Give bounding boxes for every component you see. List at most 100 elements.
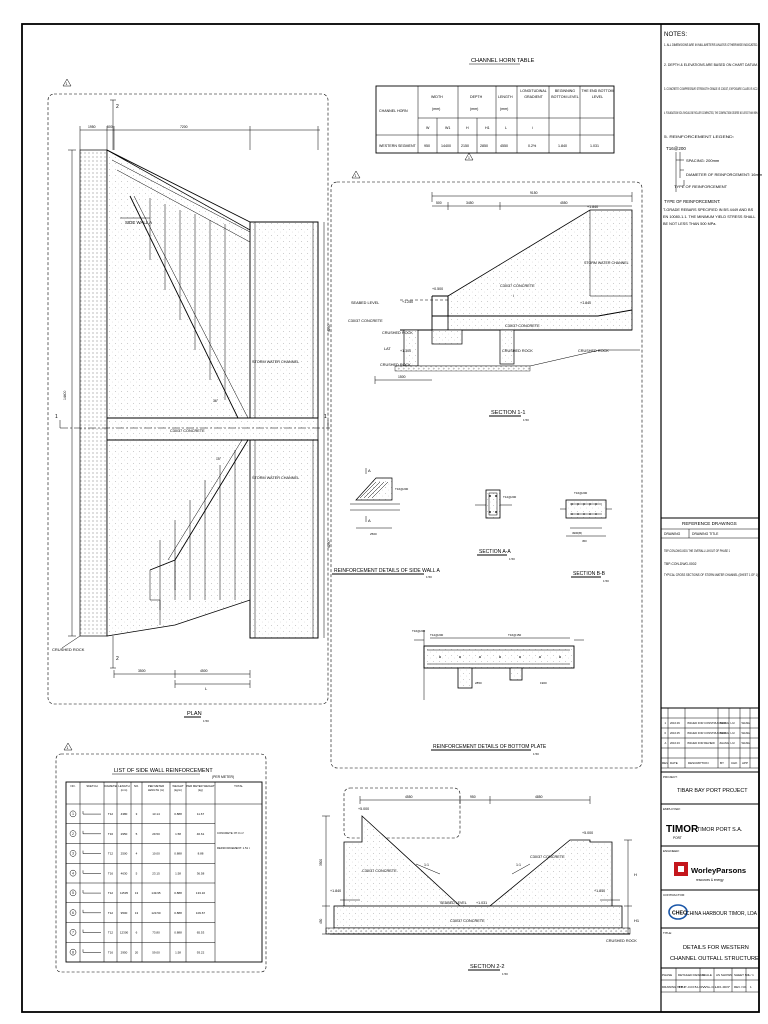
plan-label-storm-2: STORM WATER CHANNEL (252, 476, 299, 480)
sec22-level-1: +5.000 (358, 807, 369, 811)
horn-row-end: 1.031 (590, 144, 599, 148)
swt-cell: 11535 (120, 891, 128, 895)
sec11-level-2: +0.500 (432, 287, 443, 291)
bb-scale: 1:50 (603, 579, 609, 583)
note-6-text: T-GRADE REBARS SPECIFIED IN BS 4449 AND … (663, 208, 756, 226)
contractor-name: CHINA HARBOUR TIMOR, LDA (686, 911, 757, 917)
rev-cell: A (665, 741, 667, 745)
swt-cell: 2500 (121, 852, 128, 856)
swt-cell: 0.888 (174, 911, 182, 915)
plan-dim-right-1: 4250 (327, 324, 331, 332)
swt-row-number-circle (69, 830, 77, 837)
rev-cell: LIU (731, 721, 735, 725)
horn-sub-w: W (426, 126, 430, 130)
section-2-2: 4550 950 4850 +5.000 +5.000 +1.840 +1.84… (319, 787, 640, 976)
sec11-title: SECTION 1-1 (491, 410, 526, 416)
title-block: REFERENCE DRAWINGS DRAWING DRAWING TITLE… (661, 517, 759, 993)
sec22-dim-h: H (634, 872, 637, 877)
sec22-scale: 1:50 (502, 972, 508, 976)
swt-cell: 5 (136, 832, 138, 836)
aa-title: SECTION A-A (479, 549, 511, 555)
legend-bar-label: T16@200 (666, 146, 686, 151)
swt-sketch-icon (82, 830, 101, 835)
aa-scale: 1:50 (509, 557, 515, 561)
swt-sketch-icon (82, 909, 101, 914)
info-rev-label: REV. NO. (734, 985, 747, 989)
swt-cell: 6 (136, 931, 138, 935)
swt-cell: 11.67 (197, 812, 205, 816)
horn-h-depth: DEPTH (470, 95, 483, 99)
swt-row-number-circle (69, 810, 77, 818)
horn-sub-h1: H1 (485, 126, 490, 130)
swt-cell: T12 (108, 852, 114, 856)
swt-sketch-icon (82, 949, 101, 953)
rev-cell: ZHANG (720, 721, 729, 725)
swt-cell: 13.14 (152, 812, 160, 816)
plan-section-2-bottom: 2 (116, 656, 119, 662)
sec11-level-5: +1.300 (400, 349, 411, 353)
project-label: PROJECT: (663, 775, 678, 779)
sec22-dim-h1: H1 (634, 918, 640, 923)
employer-logo-sub: PORT (673, 836, 682, 840)
plan-angle-2: 15° (216, 457, 222, 461)
swt-cell: 65.53 (197, 931, 205, 935)
rev-cell: ZHANG (720, 741, 729, 745)
horn-u-depth: (mm) (470, 107, 478, 111)
bb-bar: T16@200 (574, 491, 588, 495)
swt-row-number-circle (69, 850, 77, 857)
horn-h-end: THE END BOTTOM LEVEL (581, 89, 614, 99)
rev-cell: WANG (742, 721, 750, 725)
plan-label-side-wall: SIDE WALL A (125, 220, 152, 225)
swt-cell: T16 (108, 871, 114, 875)
sec11-rev-tag: 1 (355, 174, 357, 178)
horn-sub-l: L (505, 126, 507, 130)
horn-row-h: 2150 (461, 144, 469, 148)
sec11-dim-2: 3450 (466, 201, 474, 205)
rev-cell: ZHANG (720, 731, 729, 735)
swt-cell: 36.58 (197, 871, 205, 875)
swt-cell: T16 (108, 950, 114, 954)
rev-cell: ISSUED FOR CONSTRUCTION (687, 731, 726, 735)
ref-head-drawing: DRAWING (664, 532, 681, 536)
swt-header-cell: TOTAL (234, 784, 243, 788)
legend-type: TYPE OF REINFORCEMENT (674, 184, 728, 189)
bp-title: REINFORCEMENT DETAILS OF BOTTOM PLATE (433, 744, 547, 750)
swt-cell: 2950 (121, 832, 128, 836)
swt-cell: T12 (108, 911, 114, 915)
drawing-title-1: DETAILS FOR WESTERN (683, 945, 749, 951)
employer-label: EMPLOYER: (663, 807, 681, 811)
sw-scale: 1:50 (426, 575, 432, 579)
info-dwgno-value: TBP-CON-DWG-CHO-007 (678, 985, 730, 989)
horn-u-width: (mm) (432, 107, 440, 111)
sec11-level-3: +1.250 (402, 300, 413, 304)
bp-dim-2: 1900 (540, 681, 547, 685)
sec11-crushed-4: CRUSHED ROCK (578, 349, 609, 353)
swt-cell: 73.80 (152, 931, 160, 935)
horn-sub-h: H (466, 126, 469, 130)
note-1: 1. ALL DIMENSIONS ARE IN MILLIMETERS UNL… (664, 42, 758, 47)
aa-bar: T12@200 (503, 495, 517, 499)
rev-cell: 2016.03 (670, 741, 680, 745)
swt-total-rebar: REINFORCEMENT: 1.51 t (217, 846, 250, 850)
info-dwgno-label: DRAWING NO. (662, 985, 683, 989)
rev-head-desc: DESCRIPTION (688, 761, 709, 765)
rev-cell: WANG (742, 731, 750, 735)
rev-head-app: APP (742, 761, 748, 765)
swt-cell: 59.00 (152, 950, 160, 954)
horn-h-begin: BEGINNING BOTTOM LEVEL (551, 89, 579, 99)
notes-title: NOTES: (664, 31, 687, 38)
swt-row-number: 8 (72, 950, 74, 954)
swt-cell: 29.50 (152, 832, 160, 836)
info-rev-value: 1 (750, 985, 752, 989)
horn-row-w1: 14400 (441, 144, 451, 148)
swt-cell: 93.22 (197, 950, 205, 954)
channel-horn-table: CHANNEL HORN TABLE CHANNEL HORN WIDTH (m… (375, 58, 615, 161)
swt-cell: 8.88 (198, 852, 204, 856)
bb-dim-1: 4900(B) (572, 531, 582, 535)
info-scale-value: AS SHOWN (716, 973, 732, 977)
swt-sketch-icon (82, 890, 101, 894)
drawing-title-2: CHANNEL OUTFALL STRUCTURE (670, 956, 759, 962)
swt-cell: 9500 (121, 911, 128, 915)
plan-dim-bottom-l: L (205, 686, 208, 691)
swt-cell: 0.888 (174, 891, 182, 895)
